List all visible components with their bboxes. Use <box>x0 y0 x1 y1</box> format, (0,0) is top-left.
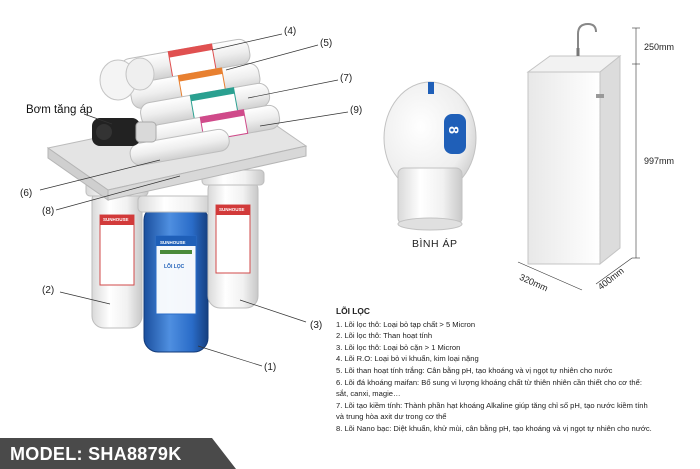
spec-line-7: 7. Lõi tạo kiềm tính: Thành phần hạt kho… <box>336 400 648 410</box>
filter-2-brand: SUNHOUSE <box>103 217 129 222</box>
dim-top-height: 250mm <box>644 42 675 52</box>
dimension-lines <box>517 27 640 291</box>
tank-number: 8 <box>445 126 462 134</box>
spec-title: LÕI LỌC <box>336 306 370 316</box>
pump-label: Bơm tăng áp <box>26 104 93 116</box>
callout-3: (3) <box>310 320 323 331</box>
spec-line-1: 1. Lõi lọc thô: Loại bỏ tạp chất > 5 Mic… <box>336 319 476 329</box>
filter-3-brand: SUNHOUSE <box>219 207 245 212</box>
pressure-tank <box>383 81 477 231</box>
callout-4: (4) <box>284 26 297 37</box>
filter-spec-list: LÕI LỌC 1. Lõi lọc thô: Loại bỏ tạp chất… <box>336 306 692 435</box>
spec-line-5: 5. Lõi than hoạt tính trắng: Cân bằng pH… <box>336 365 613 375</box>
model-banner: MODEL: SHA8879K <box>0 438 236 469</box>
callout-7: (7) <box>340 73 353 84</box>
callout-8: (8) <box>42 206 55 217</box>
blue-filter-text: LÕI LỌC <box>164 264 185 270</box>
callout-2: (2) <box>42 285 55 296</box>
spec-line-3: 3. Lõi lọc thô: Loại bỏ cặn > 1 Micron <box>336 342 461 352</box>
callout-9: (9) <box>350 105 363 116</box>
spec-line-2: 2. Lõi lọc thô: Than hoạt tính <box>336 331 433 341</box>
tank-label: BÌNH ÁP <box>412 238 458 250</box>
dim-body-height: 997mm <box>644 156 675 166</box>
cabinet <box>526 22 622 266</box>
spec-line-6b: sắt, canxi, magie… <box>336 389 401 399</box>
booster-pump <box>92 118 157 146</box>
model-name: MODEL: SHA8879K <box>10 444 182 464</box>
housing-3 <box>201 169 265 309</box>
spec-line-6: 6. Lõi đá khoáng maifan: Bổ sung vi lượn… <box>336 377 642 387</box>
callout-5: (5) <box>320 38 333 49</box>
blue-filter-brand: SUNHOUSE <box>160 240 186 245</box>
callout-leaders <box>39 33 349 367</box>
callout-6: (6) <box>20 188 33 199</box>
spec-line-7b: và trung hòa axit dư trong cơ thể <box>336 412 447 422</box>
callout-1: (1) <box>264 362 277 373</box>
spec-line-8: 8. Lõi Nano bạc: Diệt khuẩn, khử mùi, câ… <box>336 423 652 433</box>
spec-line-4: 4. Lõi R.O: Loại bỏ vi khuẩn, kim loại n… <box>336 354 479 364</box>
upper-cartridges <box>99 38 281 166</box>
housing-1-blue <box>137 195 215 353</box>
